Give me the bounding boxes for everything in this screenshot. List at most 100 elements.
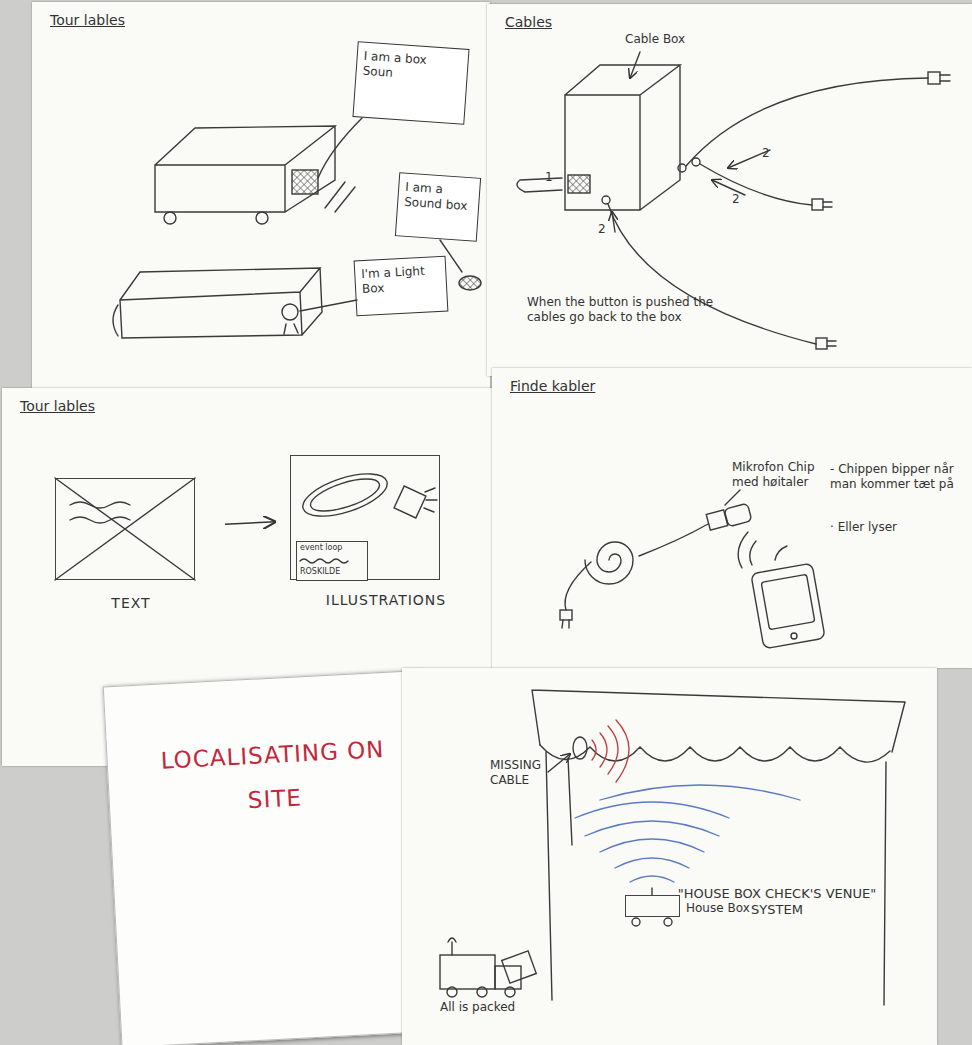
sound-box-sketch <box>256 212 268 224</box>
venue-sketch <box>651 888 652 895</box>
venue-sketch <box>546 752 886 1005</box>
cable-finder-sketch <box>724 503 752 527</box>
venue-sketch <box>477 987 487 997</box>
cable-finder-sketch <box>706 510 728 530</box>
handwritten-note: 1 <box>545 170 560 185</box>
light-box-sketch <box>440 240 462 272</box>
cable-box-sketch <box>565 65 680 210</box>
venue-sketch <box>505 987 515 997</box>
speech-callout: I am a Sound box <box>395 172 481 242</box>
cable-box-sketch <box>823 202 832 207</box>
label-sketch <box>55 478 195 580</box>
venue-sketch <box>548 754 570 772</box>
cable-box-sketch <box>928 72 940 84</box>
cable-finder-sketch <box>725 490 740 505</box>
node-text: Tour lables <box>20 398 480 416</box>
cable-finder-sketch <box>639 524 708 556</box>
cable-finder-sketch <box>751 563 825 649</box>
speech-callout: I am a boxSoun <box>352 41 469 125</box>
handwritten-note: 2 <box>732 192 747 207</box>
cable-box-sketch <box>568 175 590 193</box>
cable-box-sketch <box>712 180 745 195</box>
light-box-sketch <box>459 276 481 290</box>
node-subtext: ROSKILDE <box>300 568 366 577</box>
cable-box-sketch <box>517 52 950 349</box>
light-box-sketch <box>113 240 481 338</box>
cable-finder-sketch <box>791 633 797 639</box>
handwritten-note: - Chippen bipper når man kommer tæt på <box>830 462 970 492</box>
paper-sheet: Finde kabler <box>492 368 972 668</box>
cable-box-sketch <box>827 341 836 346</box>
cable-box-sketch <box>812 199 823 210</box>
cable-finder-sketch <box>738 532 787 568</box>
cable-box-sketch <box>602 196 610 204</box>
label-frame: TEXT <box>55 478 195 580</box>
signal-waves <box>575 785 800 882</box>
handwritten-note: 2 <box>762 146 777 161</box>
signal-waves <box>592 720 629 782</box>
node-text: Cables <box>505 14 954 32</box>
label-sketch <box>394 486 426 518</box>
cable-box-sketch <box>816 338 827 349</box>
light-box-sketch <box>300 300 357 311</box>
sound-box-sketch <box>325 182 355 212</box>
signal-waves <box>575 785 800 882</box>
label-sketch <box>300 559 348 563</box>
handwritten-note: MISSING CABLE <box>490 758 560 788</box>
arrow-connector <box>225 522 275 524</box>
cable-box-sketch <box>686 78 928 166</box>
node-text: LOCALISATING ON SITE <box>152 728 396 828</box>
handwritten-note: 2 <box>598 222 613 237</box>
handwritten-note: Mikrofon Chip med høitaler <box>732 460 842 490</box>
signal-waves <box>592 720 629 782</box>
node-text: House Box <box>686 901 766 916</box>
cable-finder-sketch <box>761 574 815 629</box>
cable-box-sketch <box>678 164 686 172</box>
venue-sketch <box>532 690 905 752</box>
cable-box-sketch <box>608 204 816 344</box>
light-box-sketch <box>282 304 298 320</box>
sound-box-sketch <box>155 126 335 212</box>
node-text: Finde kabler <box>510 378 954 396</box>
venue-sketch <box>632 918 640 926</box>
label-sketch <box>307 472 383 517</box>
venue-sketch <box>495 966 521 989</box>
light-box-sketch <box>120 268 322 338</box>
venue-sketch <box>568 758 572 845</box>
node-text: I am a Sound box <box>404 180 474 215</box>
node-text: event loop <box>300 544 366 553</box>
label-sketch <box>424 488 437 512</box>
venue-sketch <box>440 955 495 989</box>
cable-box-sketch <box>692 158 700 166</box>
label-frame: ILLUSTRATIONSevent loopROSKILDE <box>290 455 440 580</box>
venue-sketch <box>440 690 905 1005</box>
paper-sheet: "HOUSE BOX CHECK'S VENUE" SYSTEMHouse Bo… <box>402 668 937 1045</box>
handwritten-note: · Eller lyser <box>830 520 950 535</box>
sound-box-sketch <box>292 170 318 194</box>
cable-box-sketch <box>517 178 562 192</box>
cable-box-sketch <box>700 164 812 205</box>
cable-box-sketch <box>940 75 950 81</box>
venue-sketch <box>664 918 672 926</box>
venue-sketch <box>447 987 457 997</box>
cable-finder-sketch <box>585 542 633 584</box>
sound-box-sketch <box>164 212 176 224</box>
sound-box-sketch <box>155 118 362 224</box>
label-sketch <box>55 465 437 580</box>
node-text: I'm a Light Box <box>361 263 440 297</box>
cable-box-sketch <box>728 150 770 168</box>
venue-sketch <box>573 737 587 759</box>
inner-box: event loopROSKILDE <box>296 541 368 581</box>
speech-callout: I'm a Light Box <box>354 256 449 317</box>
label-sketch <box>70 502 130 523</box>
cable-finder-sketch <box>565 562 591 610</box>
node-text: ILLUSTRATIONS <box>286 592 486 610</box>
light-box-sketch <box>284 324 298 334</box>
cable-finder-sketch <box>560 610 572 620</box>
venue-sketch <box>448 938 456 955</box>
node-text: Tour lables <box>50 12 472 30</box>
light-box-sketch <box>113 305 118 336</box>
handwritten-note: When the button is pushed the cables go … <box>527 295 737 325</box>
